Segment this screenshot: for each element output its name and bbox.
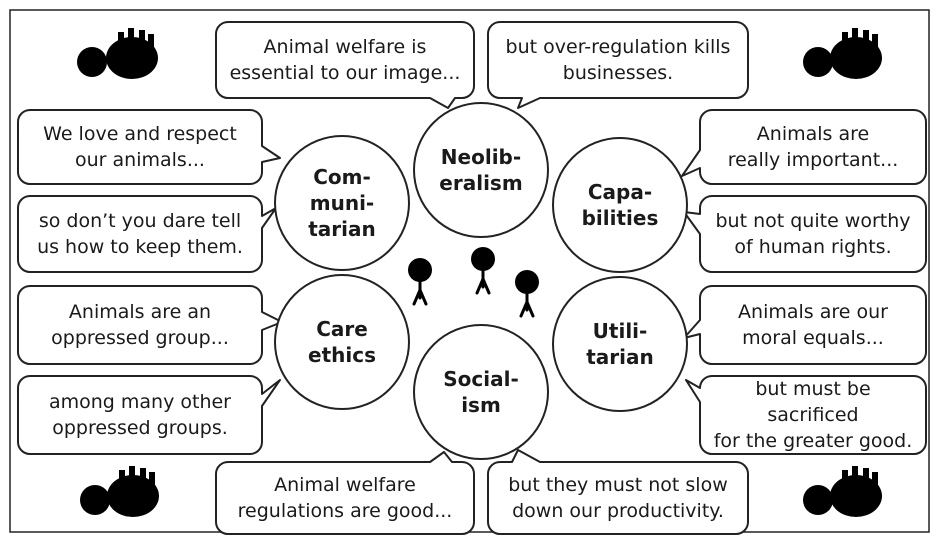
bubble-right-3-shape: [683, 285, 927, 365]
animal-icon: [80, 466, 159, 517]
label-communitarian: Com- muni- tarian: [308, 165, 376, 241]
label-care-ethics: Care ethics: [308, 317, 376, 367]
bubble-right-2: but not quite worthy of human rights.: [715, 210, 911, 258]
person-icon: [515, 270, 539, 318]
bubble-left-4-shape: [17, 375, 281, 455]
label-utilitarian: Utili- tarian: [586, 319, 654, 369]
bubble-right-2-shape: [683, 195, 927, 273]
bubble-bottom-right: but they must not slow down our producti…: [508, 474, 728, 522]
person-icon: [408, 258, 432, 306]
bubble-top-left: Animal welfare is essential to our image…: [229, 36, 461, 84]
label-socialism: Social- ism: [443, 367, 519, 417]
animal-icon: [803, 466, 882, 517]
bubble-top-left-shape: [215, 21, 475, 109]
bubble-left-1-shape: [17, 109, 281, 185]
bubble-left-2-shape: [17, 195, 277, 273]
label-capabilities: Capa- bilities: [581, 180, 659, 230]
animal-icon: [77, 28, 158, 79]
bubble-right-4-shape: [685, 375, 927, 455]
bubble-left-1: We love and respect our animals...: [43, 123, 237, 171]
circle-care-ethics: [274, 274, 410, 410]
bubble-left-3: Animals are an oppressed group...: [51, 301, 229, 349]
bubble-left-2: so don’t you dare tell us how to keep th…: [37, 210, 243, 258]
label-neoliberalism: Neolib- eralism: [439, 145, 523, 195]
bubble-right-1-shape: [681, 109, 927, 185]
bubble-bottom-left-shape: [215, 451, 475, 535]
bubble-left-4: among many other oppressed groups.: [48, 391, 231, 439]
bubble-top-right-shape: [487, 21, 749, 109]
bubble-bottom-left: Animal welfare regulations are good...: [237, 474, 453, 522]
circle-neoliberalism: [413, 102, 549, 238]
animal-icon: [803, 28, 882, 79]
circle-utilitarian: [552, 276, 688, 412]
bubble-bottom-right-shape: [487, 449, 749, 535]
circle-capabilities: [552, 137, 688, 273]
person-icon: [471, 247, 495, 295]
bubble-right-1: Animals are really important...: [727, 123, 899, 171]
bubble-right-4: but must be sacrificed for the greater g…: [713, 378, 913, 452]
bubble-left-3-shape: [17, 285, 283, 365]
bubble-top-right: but over-regulation kills businesses.: [505, 36, 731, 84]
bubble-right-3: Animals are our moral equals...: [738, 301, 888, 349]
circle-communitarian: [274, 135, 410, 271]
circle-socialism: [413, 324, 549, 460]
